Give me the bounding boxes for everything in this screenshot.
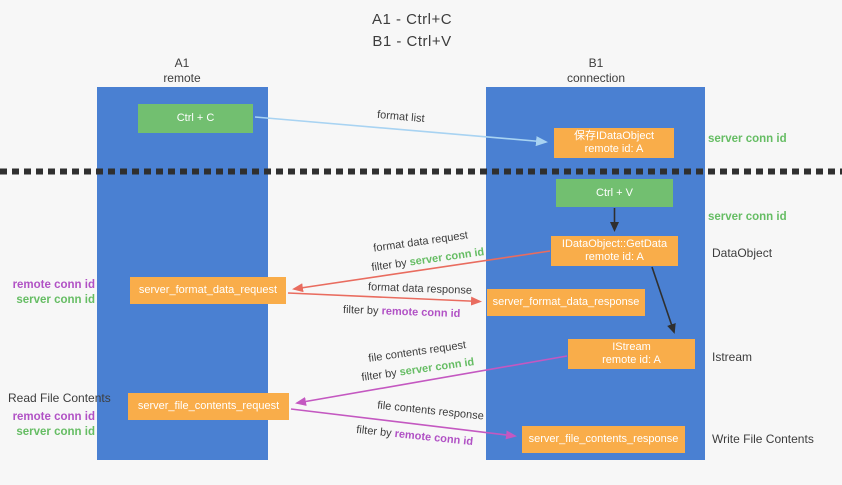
left-column-title: A1 <box>174 56 190 70</box>
right-column-header: B1 connection <box>536 56 656 86</box>
node-server-file-contents-request: server_file_contents_request <box>128 393 289 420</box>
read-file-contents-label: Read File Contents <box>8 391 111 405</box>
node-server-format-data-request: server_format_data_request <box>130 277 286 304</box>
filter-server-conn-id: server conn id <box>398 356 476 379</box>
mid-left-conn-id-stack: remote conn id server conn id <box>10 278 95 308</box>
bottom-left-conn-id-stack: remote conn id server conn id <box>10 410 95 440</box>
filter-remote-conn-id: remote conn id <box>381 305 461 321</box>
format-list-label: format list <box>376 108 426 126</box>
node-save-idataobject-line2: remote id: A <box>584 143 644 155</box>
node-idataobject-getdata: IDataObject::GetData remote id: A <box>551 236 678 266</box>
mid-left-remote-conn-id: remote conn id <box>12 279 95 291</box>
left-column-subtitle: remote <box>163 71 201 85</box>
right-column-title: B1 <box>588 56 604 70</box>
node-ctrl-c: Ctrl + C <box>138 104 253 133</box>
filter-by-text: filter by <box>370 257 408 274</box>
write-file-contents-label: Write File Contents <box>712 432 814 446</box>
filter-server-conn-id: server conn id <box>408 246 486 269</box>
bottom-left-server-conn-id: server conn id <box>16 426 95 438</box>
file-contents-response-label: file contents response <box>376 399 485 423</box>
node-server-file-contents-response: server_file_contents_response <box>522 426 685 453</box>
node-istream-line1: IStream <box>612 341 651 353</box>
filter-remote-conn-id: remote conn id <box>394 427 474 449</box>
node-istream-line2: remote id: A <box>602 354 661 366</box>
dataobject-label: DataObject <box>712 246 773 260</box>
right-column-subtitle: connection <box>566 71 626 85</box>
format-data-response-filter-label: filter by remote conn id <box>343 304 461 320</box>
node-ctrl-v: Ctrl + V <box>556 179 673 207</box>
node-save-idataobject: 保存IDataObject remote id: A <box>554 128 674 158</box>
node-idataobject-getdata-line2: remote id: A <box>585 251 644 263</box>
filter-by-text: filter by <box>360 367 398 384</box>
file-contents-response-filter-label: filter by remote conn id <box>356 424 474 448</box>
mid-left-server-conn-id: server conn id <box>16 294 95 306</box>
node-server-format-data-response: server_format_data_response <box>487 289 645 316</box>
title: A1 - Ctrl+C B1 - Ctrl+V <box>322 9 502 53</box>
filter-by-text: filter by <box>355 423 393 440</box>
server-conn-id-label-mid: server conn id <box>708 211 787 223</box>
istream-label: Istream <box>712 350 753 364</box>
filter-by-text: filter by <box>342 303 379 318</box>
server-conn-id-label-top: server conn id <box>708 133 787 145</box>
node-save-idataobject-line1: 保存IDataObject <box>573 130 655 142</box>
bottom-left-remote-conn-id: remote conn id <box>12 411 95 423</box>
format-data-response-label: format data response <box>367 281 473 297</box>
node-idataobject-getdata-line1: IDataObject::GetData <box>561 238 668 250</box>
node-istream: IStream remote id: A <box>568 339 695 369</box>
title-line-1: A1 - Ctrl+C <box>371 11 453 28</box>
left-column-header: A1 remote <box>122 56 242 86</box>
title-line-2: B1 - Ctrl+V <box>372 33 452 50</box>
